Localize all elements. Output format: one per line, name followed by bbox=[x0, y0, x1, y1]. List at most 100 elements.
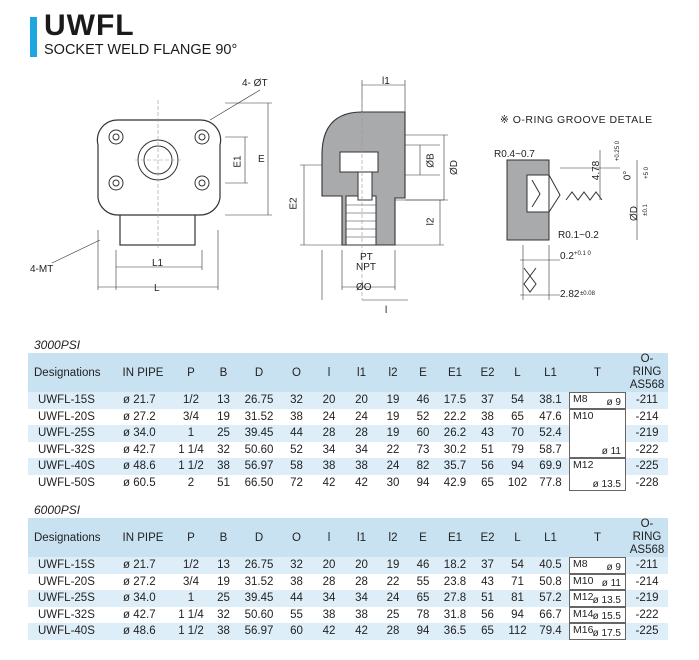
table-cell: 28 bbox=[313, 425, 345, 442]
table-cell: 52 bbox=[416, 410, 430, 423]
table-cell: 28 bbox=[378, 623, 408, 640]
table-cell: 79 bbox=[511, 443, 524, 456]
table-cell: -219 bbox=[626, 590, 668, 607]
table-cell: 55 bbox=[416, 575, 430, 588]
table-cell: 43 bbox=[472, 425, 503, 442]
table-cell: 44 bbox=[280, 425, 313, 442]
label-mid-e2: E2 bbox=[288, 197, 300, 210]
label-od-tol: ±0.1 bbox=[642, 204, 649, 216]
table-cell: 38 bbox=[209, 623, 238, 640]
table-cell: 32 bbox=[280, 557, 313, 574]
table-cell: 69.9 bbox=[532, 458, 569, 475]
label-e: E bbox=[258, 154, 265, 165]
table-cell: 51 bbox=[472, 590, 503, 607]
column-header: D bbox=[238, 518, 280, 557]
table-cell: 35.7 bbox=[438, 458, 472, 475]
table-cell: 28 bbox=[322, 575, 336, 588]
table-cell: 13 bbox=[209, 557, 238, 574]
label-r1: R0.4~0.7 bbox=[494, 149, 535, 160]
table-cell: 2 bbox=[187, 476, 195, 489]
table-cell: 30 bbox=[386, 476, 400, 489]
table-cell: 43 bbox=[481, 575, 494, 588]
table-cell: 1/2 bbox=[173, 557, 209, 574]
table-cell: 46 bbox=[408, 392, 438, 409]
table-cell: 24 bbox=[378, 590, 408, 607]
table-cell: 34 bbox=[345, 590, 378, 607]
label-mid-l: l bbox=[385, 305, 388, 316]
table-cell: ø 34.0 bbox=[113, 425, 173, 442]
table-cell: 1/2 bbox=[173, 392, 209, 409]
column-header: B bbox=[209, 353, 238, 392]
column-header: L bbox=[503, 518, 532, 557]
drawing-labels: 4- ØT 4-MT E1 E L1 L l1 ØB ØD E2 l2 PT N… bbox=[30, 76, 653, 316]
table-cell: 51 bbox=[217, 476, 230, 489]
table-cell: 19 bbox=[217, 410, 230, 423]
table-cell: 31.8 bbox=[443, 608, 467, 621]
table-cell: 22.2 bbox=[443, 410, 467, 423]
table-cell: 18.2 bbox=[438, 557, 472, 574]
table-cell: -214 bbox=[635, 410, 659, 423]
column-header: l bbox=[313, 353, 345, 392]
table-3000-title: 3000PSI bbox=[34, 338, 81, 352]
table-cell: 38.1 bbox=[532, 392, 569, 409]
table-cell: 19 bbox=[378, 557, 408, 574]
table-cell: 27.8 bbox=[438, 590, 472, 607]
column-header: Designations bbox=[28, 353, 113, 392]
table-cell: ø 27.2 bbox=[123, 575, 156, 588]
table-cell: -225 bbox=[626, 458, 668, 475]
table-cell: 1 1/2 bbox=[173, 623, 209, 640]
oring-detail-title: ※ O-RING GROOVE DETALE bbox=[500, 114, 653, 126]
table-cell: 82 bbox=[408, 458, 438, 475]
table-cell: 1 1/4 bbox=[178, 608, 204, 621]
table-cell: -222 bbox=[635, 608, 659, 621]
table-cell: 38 bbox=[290, 410, 303, 423]
table-cell: 34 bbox=[355, 443, 368, 456]
title-accent-bar bbox=[30, 17, 37, 57]
column-header: O bbox=[280, 353, 313, 392]
table-cell: 94 bbox=[408, 623, 438, 640]
table-cell: 34 bbox=[322, 443, 336, 456]
table-cell: 94 bbox=[416, 476, 430, 489]
oring-groove-detail-drawing bbox=[506, 150, 638, 300]
table-cell: 1 1/4 bbox=[178, 443, 204, 456]
table-cell: 60 bbox=[280, 623, 313, 640]
table-cell: 42 bbox=[355, 476, 368, 489]
table-cell: UWFL-40S bbox=[28, 458, 113, 475]
label-dim2-tol: +0.1 0 bbox=[574, 251, 591, 257]
table-cell: 94 bbox=[511, 608, 524, 621]
table-cell: 38 bbox=[313, 458, 345, 475]
table-cell: 1 1/2 bbox=[173, 458, 209, 475]
column-header: O bbox=[280, 518, 313, 557]
table-cell: 57.2 bbox=[532, 590, 569, 607]
table-cell: 32 bbox=[217, 443, 230, 456]
table-cell: 52 bbox=[290, 443, 303, 456]
table-cell: 66.7 bbox=[539, 608, 562, 621]
table-cell: 34 bbox=[313, 590, 345, 607]
table-cell: UWFL-20S bbox=[38, 575, 95, 588]
table-cell: UWFL-50S bbox=[38, 476, 95, 489]
table-cell: 56.97 bbox=[238, 623, 280, 640]
table-cell: 47.6 bbox=[539, 410, 562, 423]
table-cell: 79.4 bbox=[532, 623, 569, 640]
table-cell: 1 bbox=[173, 590, 209, 607]
table-cell: ø 21.7 bbox=[113, 392, 173, 409]
table-cell: 24 bbox=[378, 458, 408, 475]
table-cell: UWFL-25S bbox=[28, 425, 113, 442]
label-dim3: 2.82 bbox=[560, 289, 580, 300]
table-cell: 50.60 bbox=[244, 608, 274, 621]
column-header: T bbox=[569, 353, 626, 392]
table-cell: 25 bbox=[209, 590, 238, 607]
table-cell: 66.50 bbox=[244, 476, 274, 489]
table-cell: UWFL-32S bbox=[38, 443, 95, 456]
table-cell: UWFL-15S bbox=[28, 557, 113, 574]
table-cell: 38 bbox=[209, 458, 238, 475]
table-cell: 46 bbox=[408, 557, 438, 574]
